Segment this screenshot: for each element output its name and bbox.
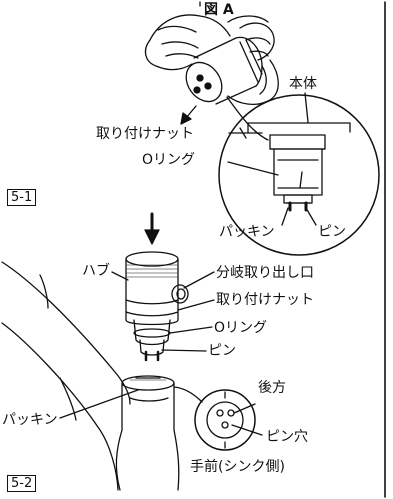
label-packing-top: パッキン bbox=[219, 224, 275, 240]
label-o-ring-top: Oリング bbox=[142, 152, 196, 168]
label-pin-top: ピン bbox=[318, 224, 346, 240]
step-5-1-label: 5-1 bbox=[7, 189, 37, 206]
insert-down-arrow bbox=[144, 212, 160, 245]
label-o-ring-bottom: Oリング bbox=[214, 320, 268, 336]
detail-zoom-circle bbox=[218, 94, 380, 256]
faucet-body bbox=[115, 375, 180, 491]
top-leader-lines bbox=[227, 92, 317, 226]
nut-in-hands bbox=[185, 36, 263, 105]
label-mounting-nut-bottom: 取り付けナット bbox=[216, 292, 314, 308]
pin-hole-zoom-circle bbox=[173, 386, 256, 451]
label-mounting-nut-top: 取り付けナット bbox=[96, 126, 194, 142]
pull-direction-arrow bbox=[180, 105, 197, 125]
label-branch-outlet: 分岐取り出し口 bbox=[216, 265, 314, 281]
hub-cylinder bbox=[125, 251, 189, 362]
label-packing-bottom: パッキン bbox=[2, 412, 58, 428]
label-main-body: 本体 bbox=[289, 76, 317, 92]
label-hub: ハブ bbox=[82, 263, 110, 279]
step-5-2-label: 5-2 bbox=[7, 475, 37, 492]
label-pin-bottom: ピン bbox=[208, 343, 236, 359]
bottom-leader-lines bbox=[59, 271, 263, 436]
label-rear: 後方 bbox=[258, 380, 286, 396]
label-pin-hole: ピン穴 bbox=[266, 429, 308, 445]
label-front-sink-side: 手前(シンク側) bbox=[190, 459, 285, 475]
hands-illustration bbox=[144, 14, 279, 106]
faucet-spout-outline bbox=[1, 261, 131, 491]
figure-a-title: 図 A bbox=[204, 2, 234, 18]
